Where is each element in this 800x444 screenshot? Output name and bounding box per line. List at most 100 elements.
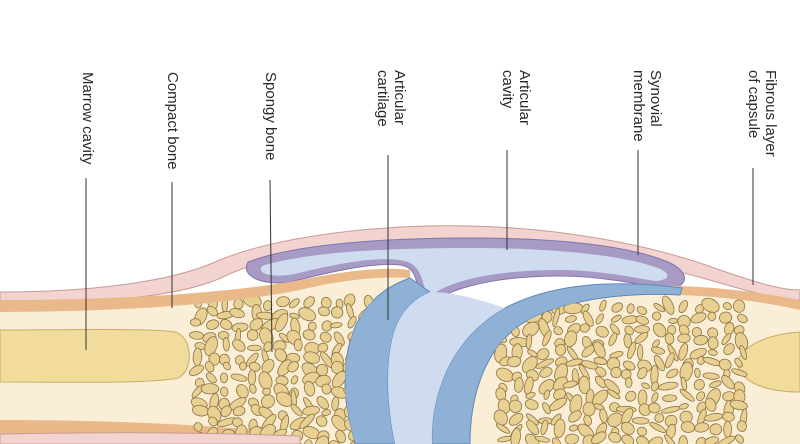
trabecula [232, 339, 246, 352]
trabecula [624, 325, 634, 336]
trabecula [626, 303, 635, 314]
trabecula [315, 415, 328, 427]
trabecula [275, 313, 289, 332]
trabecula [636, 426, 648, 437]
trabecula [314, 435, 330, 444]
trabecula [707, 336, 719, 350]
trabecula [289, 298, 300, 309]
trabecula [690, 312, 707, 324]
trabecula [610, 366, 622, 379]
trabecula [651, 392, 659, 403]
trabecula [609, 323, 620, 335]
trabecula [606, 389, 621, 400]
trabecula [333, 331, 345, 347]
trabecula [321, 320, 333, 332]
trabecula [652, 339, 660, 348]
trabecula [609, 351, 624, 359]
trabecula [349, 441, 357, 444]
trabecula [331, 396, 340, 411]
trabecula [709, 423, 723, 436]
trabecula [535, 358, 555, 369]
trabecula [303, 351, 321, 364]
trabecula [522, 321, 540, 338]
trabecula [708, 349, 718, 356]
trabecula [274, 348, 287, 362]
trabecula [232, 406, 246, 417]
trabecula [677, 333, 691, 344]
trabecula [247, 344, 262, 352]
trabecula [702, 372, 720, 380]
trabecula [232, 417, 243, 428]
trabecula [302, 329, 316, 341]
trabecula [261, 394, 275, 409]
trabecula [555, 343, 567, 356]
trabecula [219, 319, 233, 331]
trabecula [493, 409, 508, 426]
trabecula [627, 341, 637, 360]
trabecula [303, 296, 315, 308]
trabecula [678, 343, 689, 361]
trabecula [636, 306, 648, 315]
trabecula [307, 321, 317, 332]
trabecula [204, 361, 215, 373]
trabecula [652, 322, 667, 338]
trabecula [321, 409, 332, 416]
trabecula [611, 302, 623, 313]
trabecula [193, 422, 203, 432]
trabecula [732, 299, 746, 313]
trabecula [607, 412, 624, 428]
trabecula [739, 344, 748, 360]
trabecula [536, 348, 550, 361]
trabecula [707, 327, 719, 339]
trabecula [729, 399, 748, 411]
trabecula [594, 375, 607, 389]
trabecula [525, 391, 536, 399]
trabecula [631, 417, 650, 425]
left-compact-bone-top [0, 268, 410, 312]
joint-cavity-gap [388, 292, 505, 444]
trabecula [299, 413, 315, 429]
trabecula [580, 303, 590, 315]
trabecula [508, 399, 523, 414]
trabecula [679, 388, 695, 402]
articular-cavity-shape [260, 248, 668, 298]
trabecula [248, 383, 257, 394]
trabecula [513, 377, 524, 393]
trabecula [521, 356, 538, 374]
trabecula [495, 423, 511, 434]
trabecula [321, 383, 332, 395]
trabecula [582, 401, 596, 417]
trabecula [735, 434, 745, 444]
trabecula [510, 427, 521, 444]
trabecula [678, 299, 688, 313]
trabecula [246, 329, 259, 341]
trabecula [707, 311, 717, 322]
trabecula [236, 384, 249, 399]
trabecula [233, 298, 244, 310]
trabecula [205, 372, 217, 384]
trabecula [316, 396, 329, 410]
trabecula [662, 295, 675, 315]
trabecula [208, 416, 218, 427]
trabecula [641, 382, 651, 390]
trabecula [543, 389, 551, 400]
trabecula [553, 326, 563, 336]
trabecula [637, 344, 644, 361]
trabecula [347, 316, 357, 329]
trabecula [552, 307, 561, 327]
trabecula [694, 367, 701, 379]
trabecula [723, 420, 733, 438]
trabecula [678, 403, 689, 410]
trabecula [593, 357, 608, 365]
trabecula [651, 346, 666, 355]
trabecula [524, 399, 539, 410]
trabecula [704, 436, 720, 444]
trabecula [526, 420, 540, 435]
trabecula [664, 434, 677, 444]
trabecula [648, 402, 661, 414]
trabecula [648, 436, 664, 444]
leader-spongy-bone [269, 179, 273, 353]
trabecula [637, 367, 648, 380]
left-marrow [0, 329, 190, 383]
